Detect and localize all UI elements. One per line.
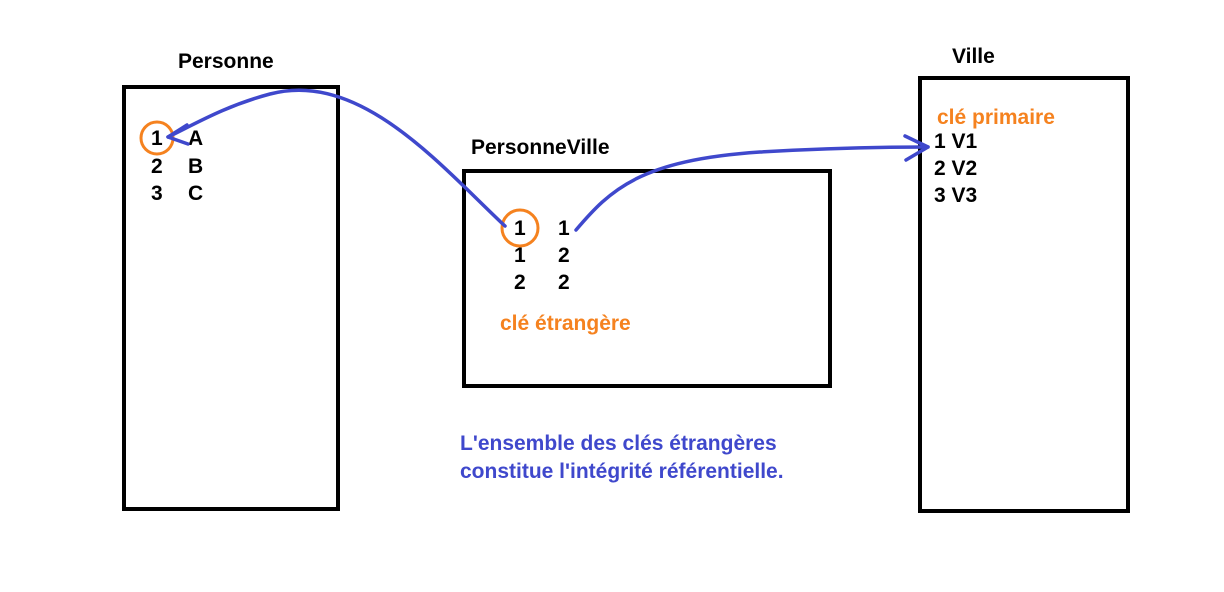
personne-row-2-id: 2 — [151, 155, 163, 178]
arrow-to-ville-head — [903, 134, 930, 162]
ville-table — [918, 76, 1130, 513]
arrow-to-personne — [166, 88, 507, 228]
caption: L'ensemble des clés étrangères constitue… — [460, 430, 784, 486]
personne-row-2-val: B — [188, 155, 204, 178]
personneville-table — [462, 169, 832, 388]
personneville-title: PersonneVille — [471, 136, 610, 159]
personneville-key-highlight — [500, 208, 540, 248]
arrow-to-personne-head — [166, 123, 190, 146]
personneville-row-3-a: 2 — [514, 271, 526, 294]
personne-row-1-id: 1 — [151, 127, 163, 150]
caption-line-1: L'ensemble des clés étrangères — [460, 432, 777, 455]
caption-line-2: constitue l'intégrité référentielle. — [460, 460, 784, 483]
primary-key-label: clé primaire — [937, 106, 1055, 129]
arrow-to-ville — [574, 145, 930, 232]
personneville-row-1-b: 1 — [558, 217, 570, 240]
personneville-row-1-a: 1 — [514, 217, 526, 240]
personne-row-3-val: C — [188, 182, 204, 205]
ville-row-2: 2 V2 — [934, 157, 978, 180]
personneville-row-2-a: 1 — [514, 244, 526, 267]
personne-row-3-id: 3 — [151, 182, 163, 205]
ville-row-1: 1 V1 — [934, 130, 978, 153]
personne-row-1-val: A — [188, 127, 204, 150]
ville-row-3: 3 V3 — [934, 184, 978, 207]
personne-title: Personne — [178, 50, 274, 73]
personne-table — [122, 85, 340, 511]
personneville-row-2-b: 2 — [558, 244, 570, 267]
ville-title: Ville — [952, 45, 995, 68]
personneville-row-3-b: 2 — [558, 271, 570, 294]
foreign-key-label: clé étrangère — [500, 312, 631, 335]
